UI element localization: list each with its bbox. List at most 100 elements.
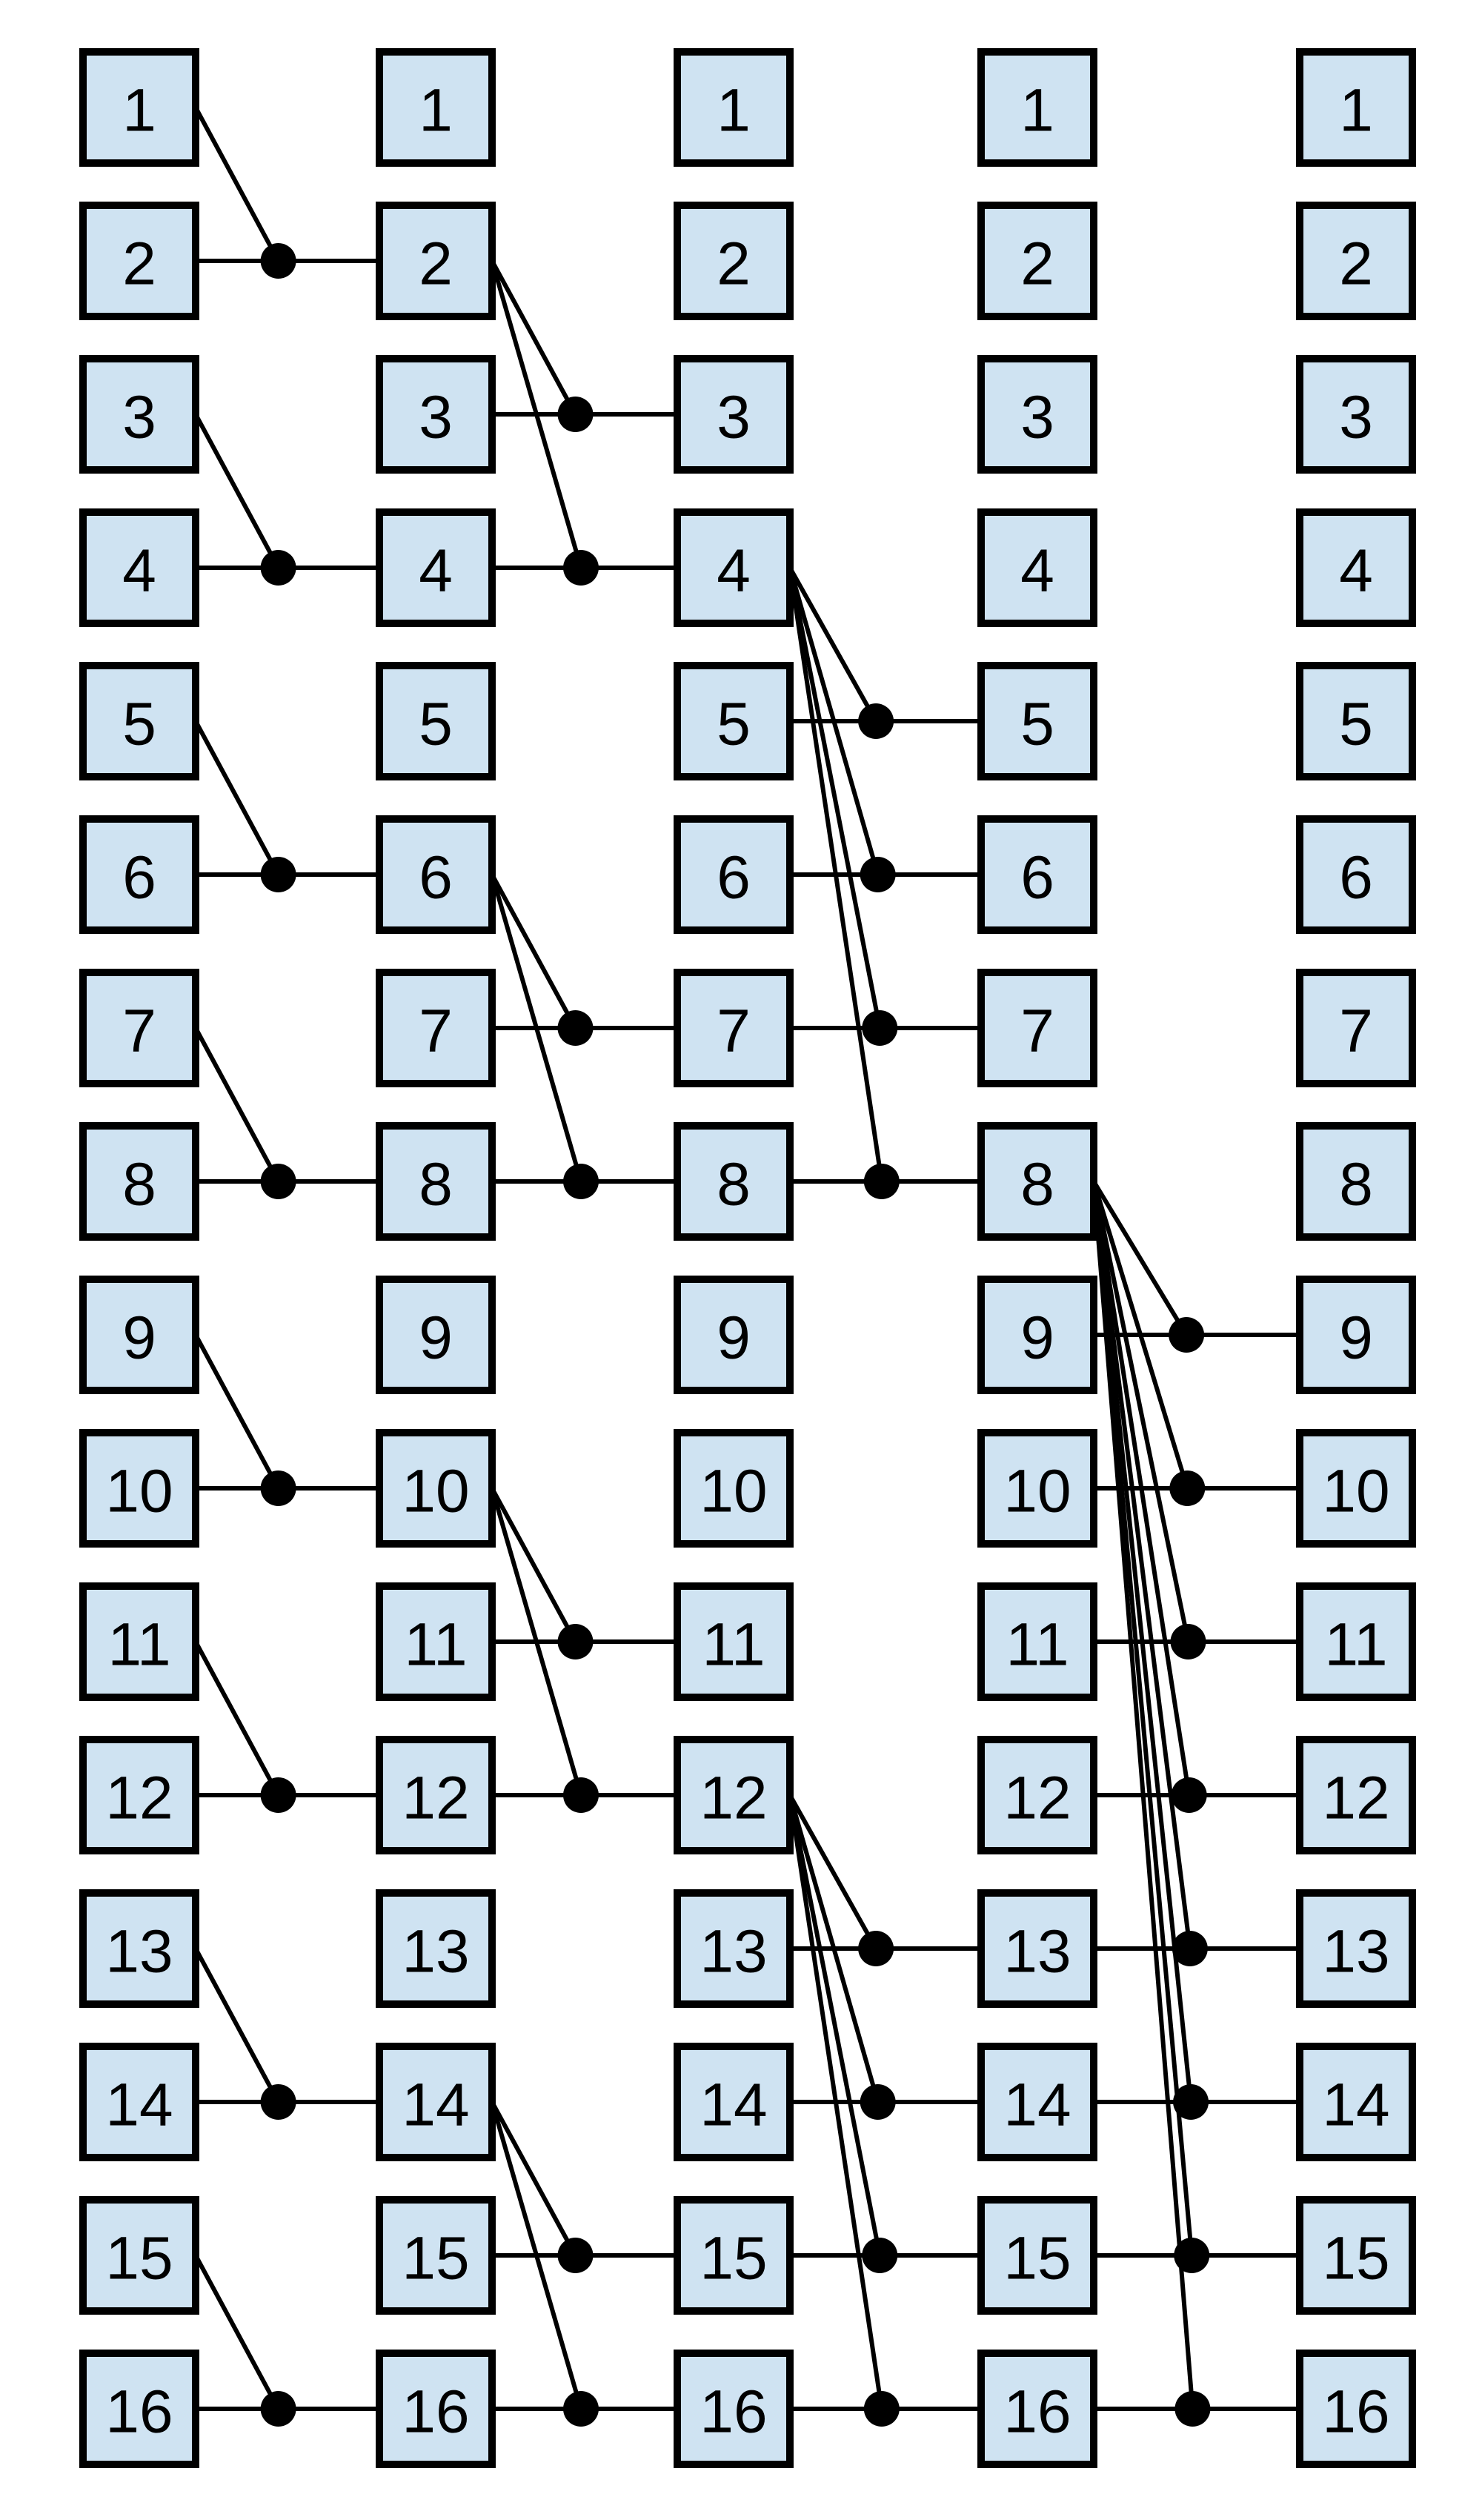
carry-line-s1-r1-to-r2	[193, 106, 281, 262]
node-label: 3	[1339, 384, 1373, 451]
node-label: 8	[1020, 1151, 1054, 1218]
node-label: 10	[1003, 1458, 1071, 1525]
node-label: 9	[1339, 1304, 1373, 1372]
node-label: 3	[122, 384, 156, 451]
combine-dot-s3-r11	[557, 1624, 594, 1659]
combine-dot-s2-r2	[260, 243, 296, 279]
node-label: 16	[105, 2378, 173, 2446]
node-label: 7	[122, 998, 156, 1065]
node-box	[674, 2196, 794, 2315]
node-box	[376, 1736, 496, 1854]
node-s2-r1: 1	[376, 48, 496, 167]
node-box	[674, 662, 794, 780]
combine-dot-s3-r7	[557, 1010, 594, 1046]
node-s2-r13: 13	[376, 1889, 496, 2008]
node-box	[674, 815, 794, 934]
node-s5-r7: 7	[1296, 969, 1416, 1087]
node-box	[1296, 2043, 1416, 2161]
node-s3-r10: 10	[674, 1429, 794, 1548]
combine-dot-s2-r4	[260, 550, 296, 586]
node-box	[674, 2350, 794, 2468]
node-label: 13	[1003, 1918, 1071, 1986]
node-label: 13	[105, 1918, 173, 1986]
node-label: 16	[402, 2378, 469, 2446]
node-label: 15	[402, 2225, 469, 2292]
node-box	[977, 969, 1097, 1087]
carry-line-s1-r7-to-r8	[193, 1027, 281, 1183]
node-s2-r6: 6	[376, 815, 496, 934]
node-label: 3	[419, 384, 453, 451]
node-s3-r6: 6	[674, 815, 794, 934]
node-s4-r9: 9	[977, 1276, 1097, 1394]
combine-dot-s2-r16	[260, 2391, 296, 2427]
node-s4-r7: 7	[977, 969, 1097, 1087]
node-s5-r6: 6	[1296, 815, 1416, 934]
node-s1-r11: 11	[79, 1582, 199, 1701]
node-label: 13	[1322, 1918, 1389, 1986]
node-label: 4	[1339, 537, 1373, 605]
node-s2-r10: 10	[376, 1429, 496, 1548]
carry-line-s2-r10-to-r12	[490, 1488, 583, 1796]
node-label: 6	[122, 844, 156, 912]
carry-line-s1-r15-to-r16	[193, 2254, 281, 2410]
node-s4-r10: 10	[977, 1429, 1097, 1548]
node-label: 11	[702, 1611, 765, 1679]
combine-dot-s3-r15	[557, 2238, 594, 2273]
node-box	[977, 815, 1097, 934]
node-box	[79, 1889, 199, 2008]
combine-dot-s4-r14	[860, 2084, 896, 2120]
node-label: 15	[1322, 2225, 1389, 2292]
node-s5-r12: 12	[1296, 1736, 1416, 1854]
node-s5-r4: 4	[1296, 508, 1416, 627]
combine-dot-s2-r8	[260, 1164, 296, 1199]
node-label: 11	[1324, 1611, 1387, 1679]
node-label: 6	[717, 844, 751, 912]
node-label: 11	[1006, 1611, 1069, 1679]
node-s5-r3: 3	[1296, 355, 1416, 474]
combine-dot-s4-r15	[862, 2238, 898, 2273]
node-label: 14	[1003, 2072, 1071, 2139]
node-grid: 1234567891011121314151612345678910111213…	[79, 48, 1416, 2468]
node-s5-r8: 8	[1296, 1122, 1416, 1241]
node-s1-r9: 9	[79, 1276, 199, 1394]
carry-line-s2-r10-to-r11	[490, 1487, 578, 1643]
node-s1-r15: 15	[79, 2196, 199, 2315]
combine-dot-s4-r13	[858, 1931, 894, 1966]
node-s4-r5: 5	[977, 662, 1097, 780]
node-box	[674, 2043, 794, 2161]
node-label: 14	[700, 2072, 767, 2139]
node-box	[977, 355, 1097, 474]
carry-line-s3-r12-to-r15	[788, 1794, 883, 2256]
node-s4-r3: 3	[977, 355, 1097, 474]
combine-dot-s3-r3	[557, 397, 594, 432]
node-label: 12	[1322, 1765, 1389, 1832]
node-box	[977, 202, 1097, 320]
node-s3-r9: 9	[674, 1276, 794, 1394]
node-box	[1296, 1736, 1416, 1854]
node-box	[977, 1276, 1097, 1394]
carry-line-s3-r12-to-r14	[788, 1794, 880, 2103]
node-box	[1296, 815, 1416, 934]
carry-line-s3-r12-to-r13	[788, 1794, 878, 1950]
carry-line-s1-r11-to-r12	[193, 1640, 281, 1797]
node-label: 12	[700, 1765, 767, 1832]
node-s3-r4: 4	[674, 508, 794, 627]
node-box	[977, 508, 1097, 627]
node-box	[674, 1889, 794, 2008]
combine-dot-s3-r4	[563, 550, 599, 586]
node-label: 12	[105, 1765, 173, 1832]
node-label: 3	[1020, 384, 1054, 451]
carry-line-s3-r4-to-r6	[788, 567, 880, 875]
node-box	[376, 1582, 496, 1701]
node-s4-r6: 6	[977, 815, 1097, 934]
node-s1-r12: 12	[79, 1736, 199, 1854]
node-label: 12	[1003, 1765, 1071, 1832]
node-label: 9	[122, 1304, 156, 1372]
node-label: 8	[122, 1151, 156, 1218]
node-label: 2	[1339, 231, 1373, 298]
node-label: 6	[419, 844, 453, 912]
node-label: 10	[402, 1458, 469, 1525]
node-box	[1296, 2196, 1416, 2315]
combine-dot-s5-r9	[1169, 1317, 1205, 1353]
node-s1-r5: 5	[79, 662, 199, 780]
